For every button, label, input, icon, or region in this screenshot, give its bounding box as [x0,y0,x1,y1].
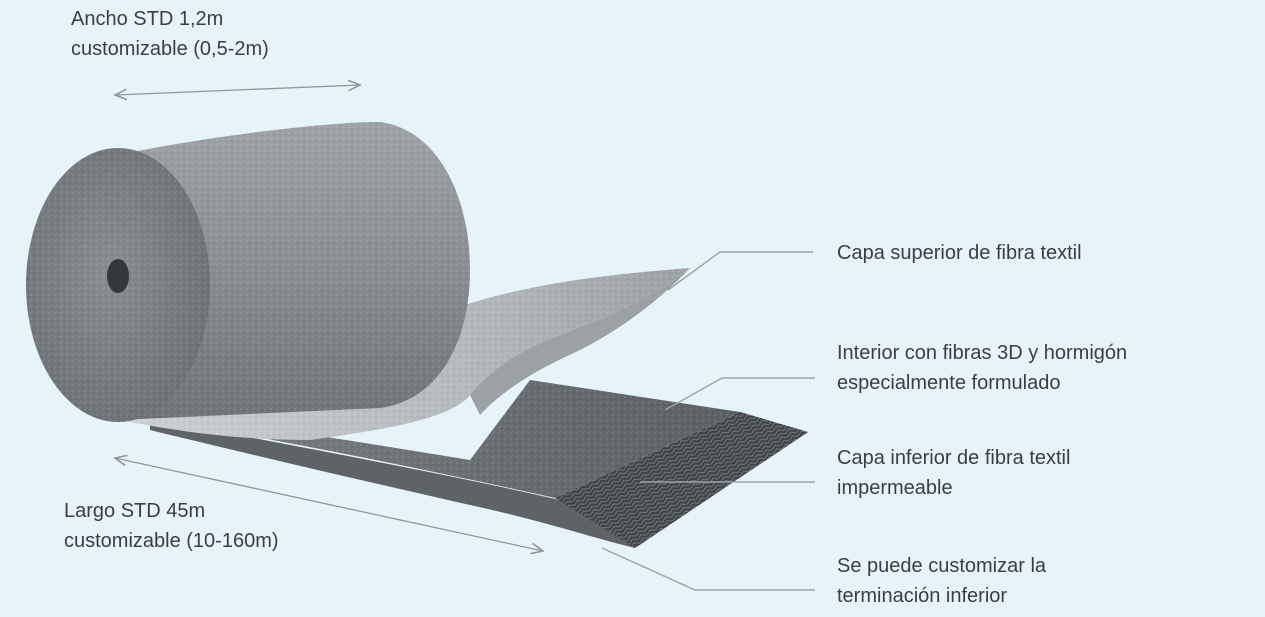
width-label: Ancho STD 1,2m customizable (0,5-2m) [71,4,269,64]
length-arrow [115,458,543,551]
callout-bottom-layer: Capa inferior de fibra textil impermeabl… [837,443,1070,503]
length-label-line1: Largo STD 45m [64,500,206,522]
length-label: Largo STD 45m customizable (10-160m) [64,496,279,556]
bottom-layer-weave [555,412,808,548]
callout-termination: Se puede customizar la terminación infer… [837,551,1046,611]
width-arrow [115,85,360,95]
length-label-line2: customizable (10-160m) [64,530,279,552]
roll-core [107,259,129,293]
top-fabric-underside [470,268,690,415]
callout-bottom-layer-line1: Capa inferior de fibra textil [837,447,1071,469]
callout-interior: Interior con fibras 3D y hormigón especi… [837,338,1127,398]
callout-top-layer: Capa superior de fibra textil [837,238,1082,268]
leader-interior [664,377,815,411]
width-label-line2: customizable (0,5-2m) [71,38,269,60]
callout-termination-line2: terminación inferior [837,585,1008,607]
callout-top-layer-line1: Capa superior de fibra textil [837,242,1082,264]
leader-termination [601,547,815,591]
width-label-line1: Ancho STD 1,2m [71,8,224,30]
callout-interior-line2: especialmente formulado [837,372,1061,394]
leader-top-layer [667,251,813,291]
callout-bottom-layer-line2: impermeable [837,477,953,499]
callout-termination-line1: Se puede customizar la [837,555,1047,577]
callout-interior-line1: Interior con fibras 3D y hormigón [837,342,1128,364]
